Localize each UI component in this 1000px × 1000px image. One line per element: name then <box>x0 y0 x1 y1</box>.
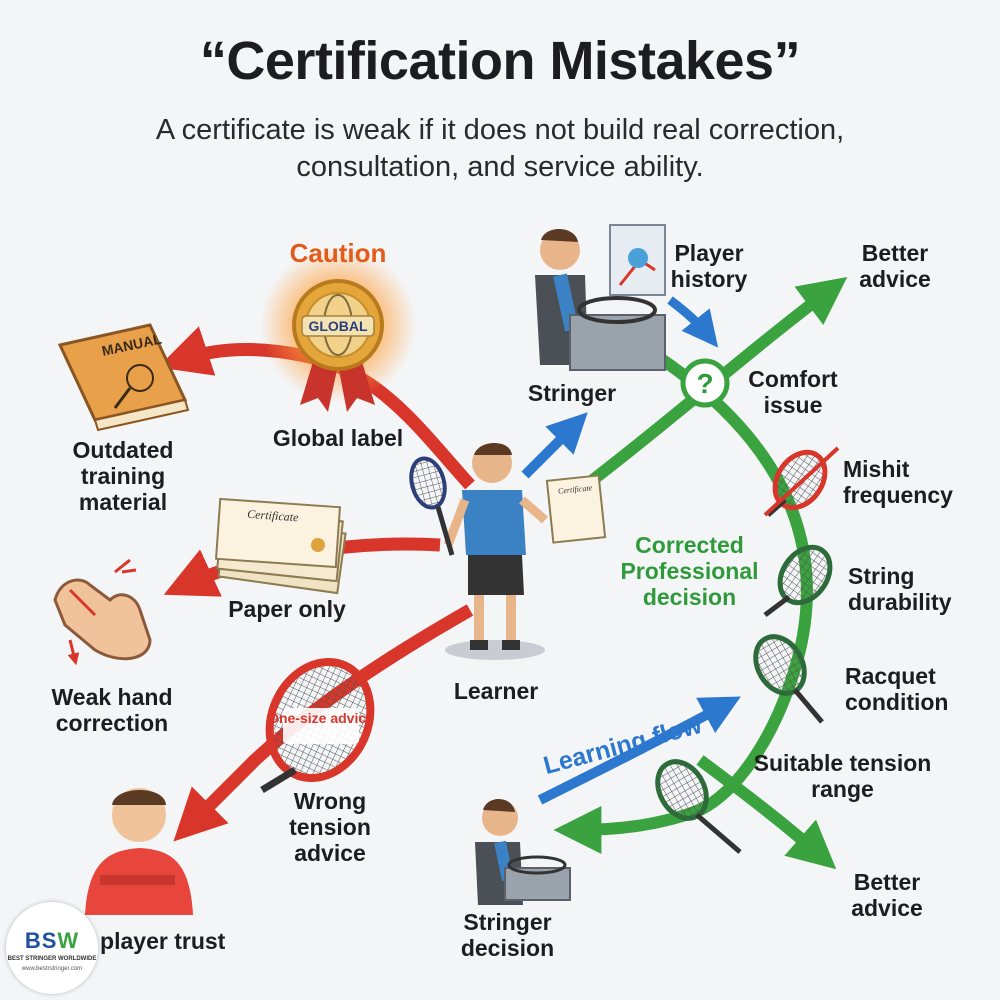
paper-only-label: Paper only <box>228 596 346 622</box>
blue-arrows <box>521 296 741 805</box>
stringer-top-figure <box>535 224 666 371</box>
question-icon: ? <box>680 358 730 408</box>
better-advice-bottom-label: Better advice <box>851 869 923 921</box>
racquet-durability-icon <box>763 544 833 617</box>
global-badge: GLOBAL <box>260 247 416 412</box>
logo-url: www.bestrstringer.com <box>21 966 83 972</box>
string-durability-label: String durability <box>848 563 952 615</box>
badge-text: GLOBAL <box>308 318 368 334</box>
racquet-text: One-size advice <box>268 710 374 726</box>
held-certificate-text: Certificate <box>558 483 593 496</box>
better-advice-top-label: Better advice <box>859 240 931 292</box>
learning-flow-arrow <box>537 696 741 805</box>
page-subtitle: A certificate is weak if it does not bui… <box>155 114 845 183</box>
global-label: Global label <box>272 425 404 451</box>
arrow-history-to-comfort <box>667 296 719 348</box>
outdated-material-label: Outdated training material <box>72 437 174 515</box>
mishit-frequency-label: Mishit frequency <box>843 456 953 508</box>
player-history-label: Player history <box>670 240 748 292</box>
racquet-tension-icon <box>655 759 742 854</box>
question-mark: ? <box>696 368 713 399</box>
stringer-bottom-figure <box>475 798 571 905</box>
hand-icon <box>53 558 152 666</box>
learner-figure: Certificate <box>409 442 607 660</box>
comfort-issue-label: Comfort issue <box>748 366 838 418</box>
wrong-tension-advice-label: Wrong tension advice <box>289 788 371 866</box>
arrow-learner-to-stringer <box>521 412 588 479</box>
logo-mark: BSW <box>24 928 80 953</box>
racquet-condition-label: Racquet condition <box>845 663 949 715</box>
weak-hand-correction-label: Weak hand correction <box>51 684 173 736</box>
suitable-tension-range-label: Suitable tension range <box>753 750 932 802</box>
bsw-logo: BSW BEST STRINGER WORLDWIDE www.bestrstr… <box>6 902 98 994</box>
decision-curve <box>636 339 813 816</box>
racquet-mishit-icon <box>763 446 840 517</box>
learner-label: Learner <box>453 678 539 704</box>
upset-player-icon <box>85 788 193 915</box>
stringer-label: Stringer <box>527 380 617 406</box>
caution-label: Caution <box>289 238 387 268</box>
racquet-condition-icon <box>753 634 824 724</box>
arrow-to-better-advice-bottom <box>696 755 837 870</box>
certificate-text: Certificate <box>247 507 300 525</box>
logo-tagline: BEST STRINGER WORLDWIDE <box>7 956 97 962</box>
page-title: “Certification Mistakes” <box>199 31 801 91</box>
stringer-decision-label: Stringer decision <box>460 909 555 961</box>
one-size-racquet-icon: One-size advice <box>260 657 375 793</box>
certificate-stack-icon: Certificate <box>214 497 347 595</box>
corrected-decision-label: Corrected Professional decision <box>620 532 759 610</box>
player-trust-label: t player trust <box>86 928 226 954</box>
manual-book-icon: MANUAL <box>57 323 190 432</box>
